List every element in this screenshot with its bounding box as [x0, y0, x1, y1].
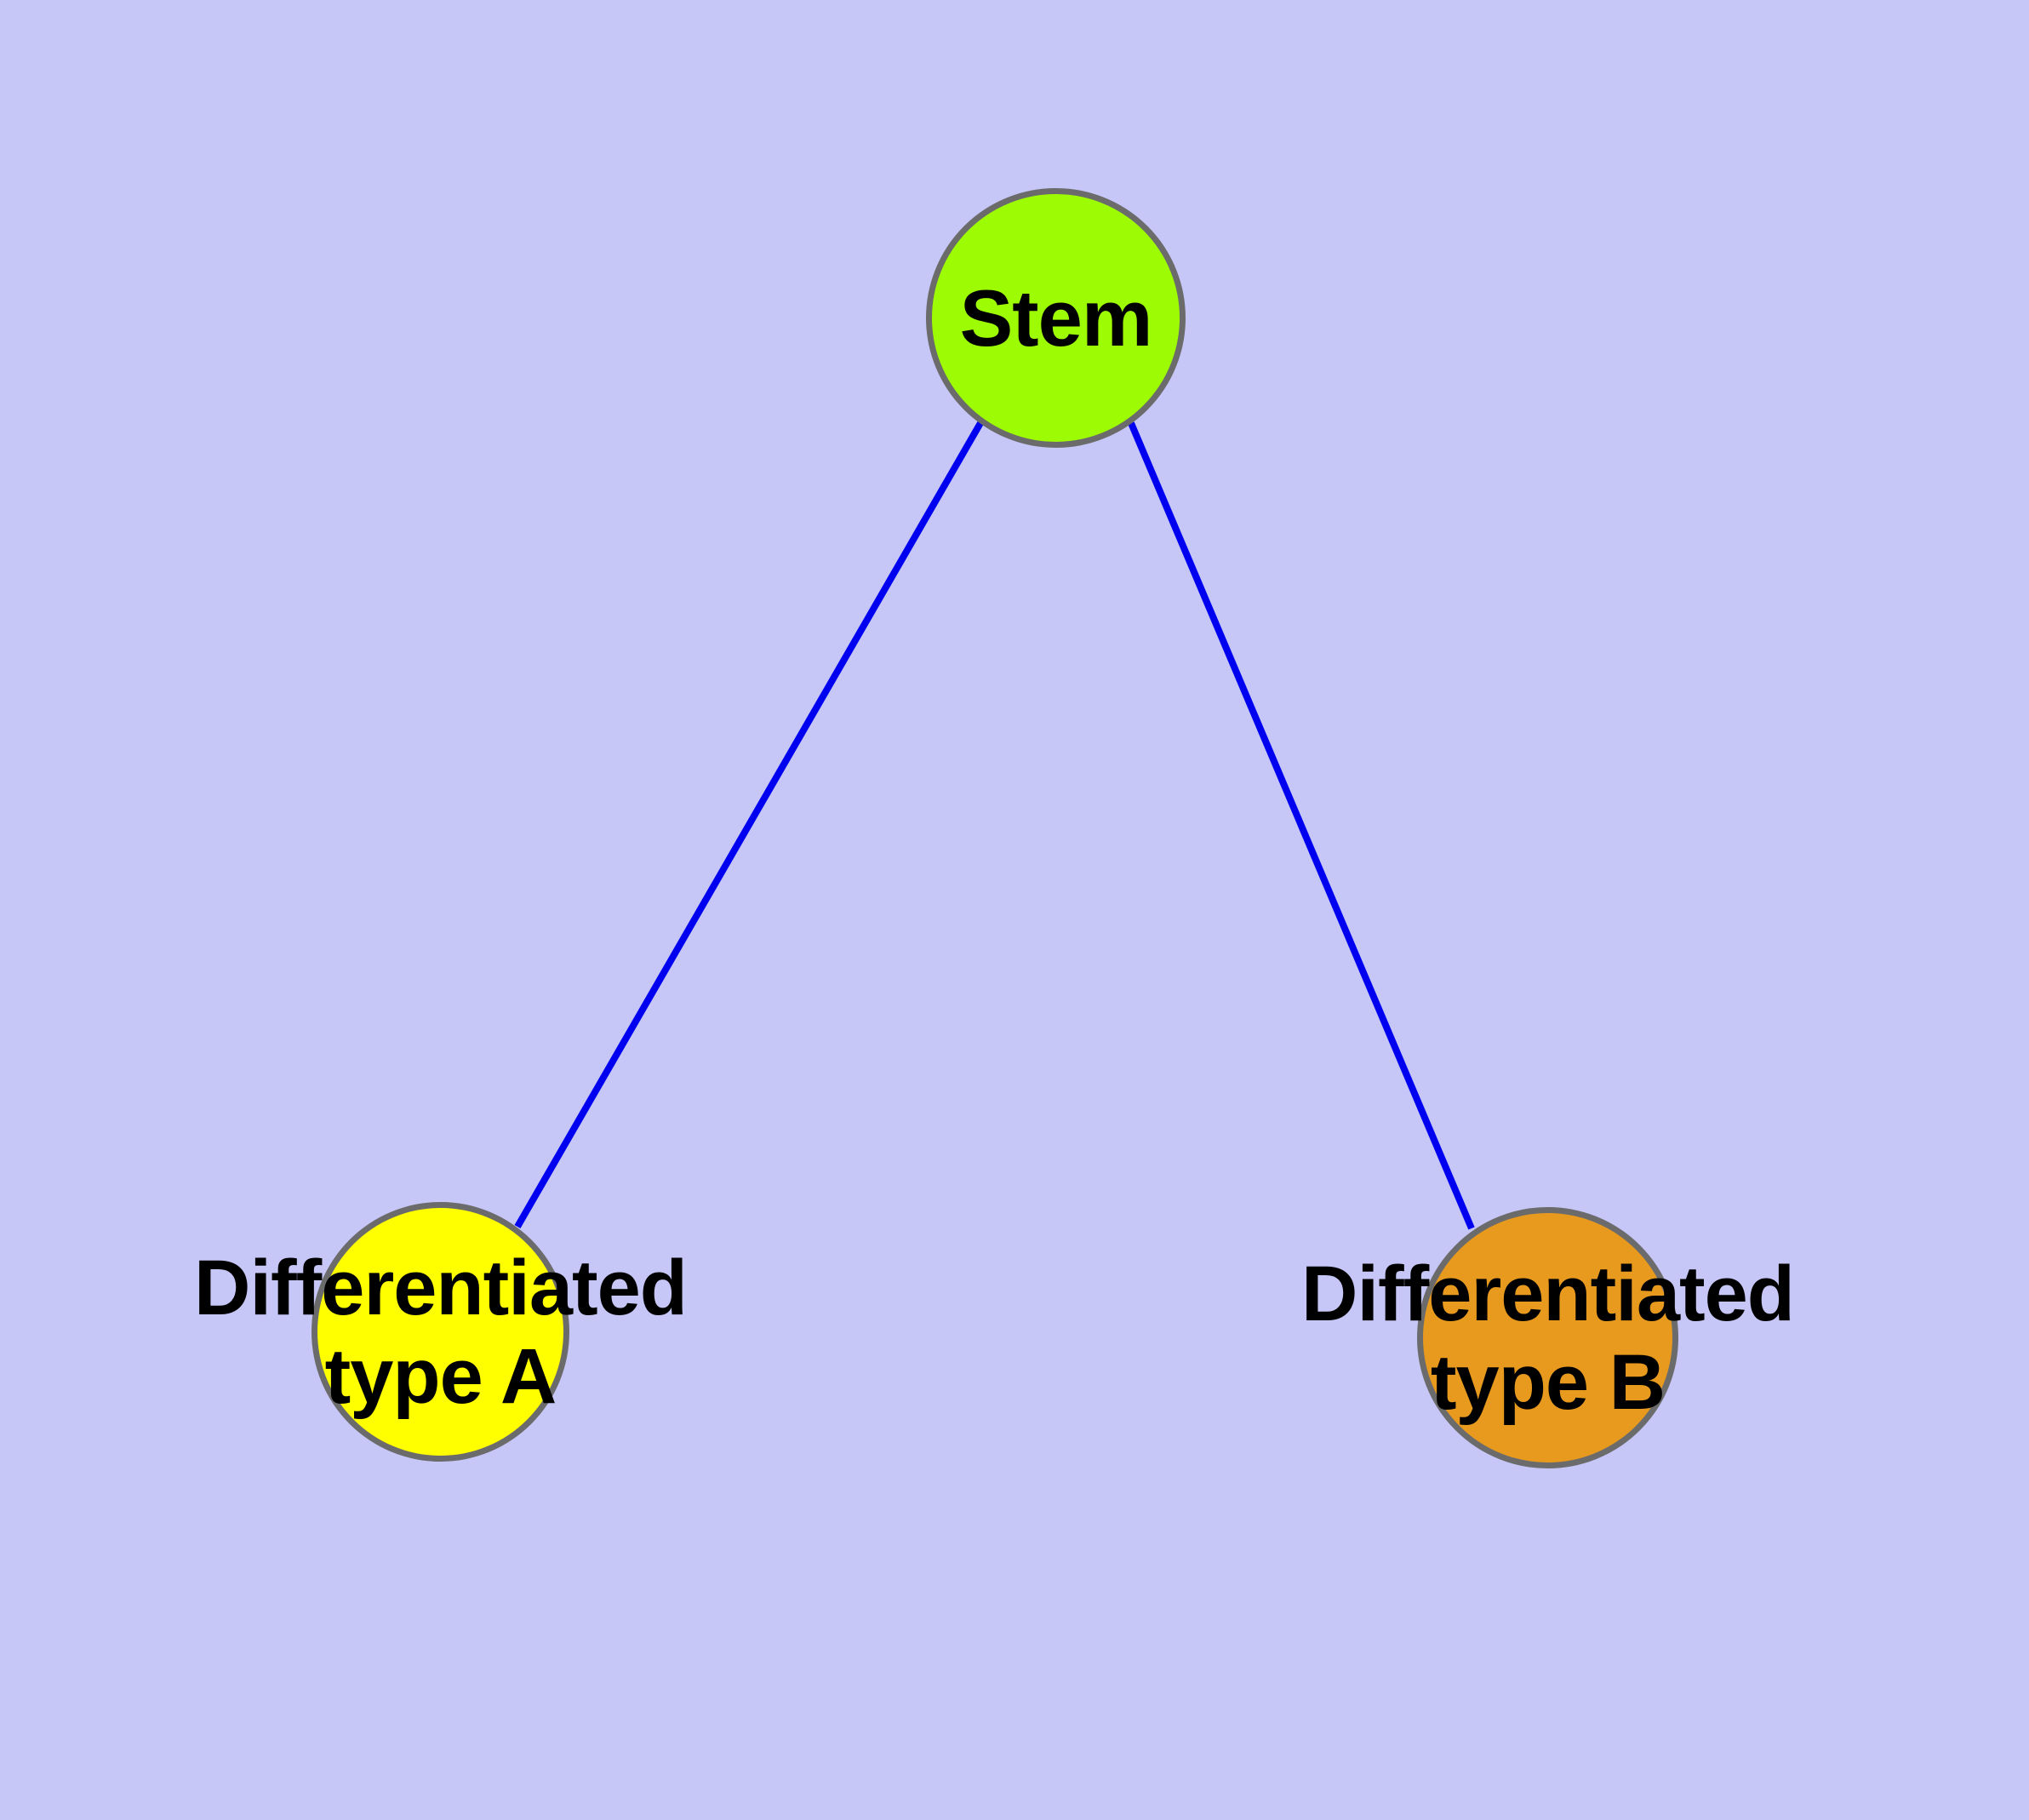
- edge-stem-to-type-b[interactable]: [1128, 421, 1475, 1230]
- node-differentiated-type-b[interactable]: Differentiated type B: [1301, 1207, 1795, 1468]
- edge-stem-to-type-a[interactable]: [514, 421, 984, 1228]
- node-differentiated-type-a[interactable]: Differentiated type A: [194, 1202, 688, 1462]
- node-stem-label: Stem: [959, 272, 1153, 363]
- node-stem[interactable]: Stem: [926, 188, 1186, 448]
